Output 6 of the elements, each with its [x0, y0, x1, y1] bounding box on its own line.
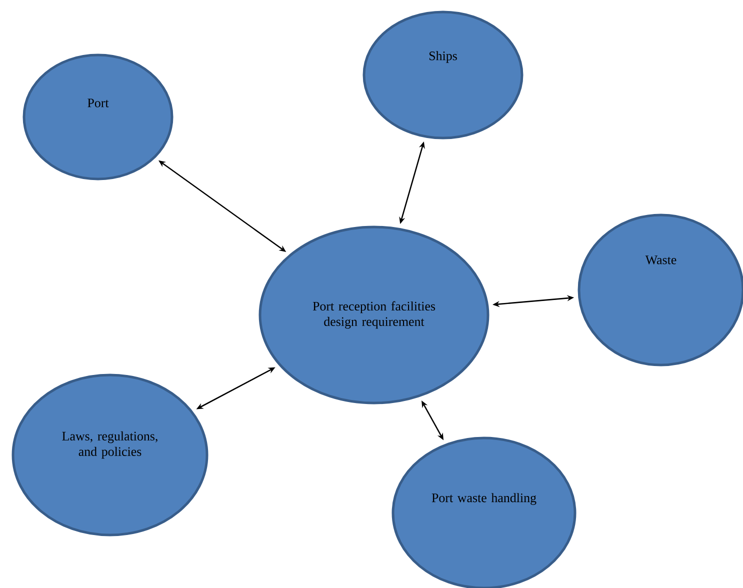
ellipse-node: Laws, regulations, and policies: [12, 374, 208, 536]
ellipse-node: Port: [22, 54, 174, 180]
ellipse-node: Ships: [362, 10, 524, 140]
ellipse-node: Port reception facilities design requirement: [258, 226, 490, 404]
ellipse-node: Port waste handling: [392, 436, 576, 588]
ellipse-node: Waste: [578, 214, 743, 366]
